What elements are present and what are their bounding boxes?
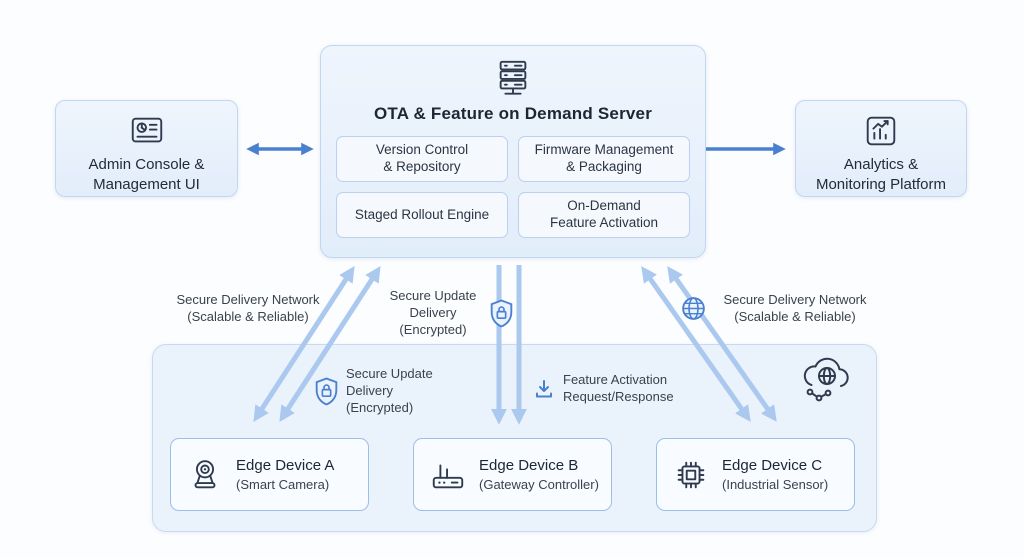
analytics-icon — [862, 112, 900, 150]
module-version-control: Version Control & Repository — [336, 136, 508, 182]
device-type: (Smart Camera) — [236, 476, 330, 492]
device-text: Edge Device C (Industrial Sensor) — [722, 456, 828, 494]
server-title: OTA & Feature on Demand Server — [373, 104, 653, 123]
link-secure-delivery-right: Secure Delivery Network (Scalable & Reli… — [680, 292, 876, 326]
admin-console-label: Admin Console & Management UI — [88, 156, 205, 194]
link-secure-delivery-left: Secure Delivery Network (Scalable & Reli… — [158, 292, 338, 326]
link-label: Secure Delivery Network (Scalable & Reli… — [176, 292, 320, 324]
module-firmware-management: Firmware Management & Packaging — [518, 136, 690, 182]
edge-device-b-card: Edge Device B (Gateway Controller) — [413, 438, 612, 511]
server-icon — [494, 59, 532, 97]
webcam-icon — [186, 456, 224, 494]
device-text: Edge Device A (Smart Camera) — [236, 456, 334, 494]
edge-device-c-card: Edge Device C (Industrial Sensor) — [656, 438, 855, 511]
device-name: Edge Device B — [479, 456, 579, 474]
router-icon — [429, 456, 467, 494]
download-icon — [532, 377, 556, 401]
ota-server-panel: OTA & Feature on Demand Server Version C… — [320, 45, 706, 258]
device-type: (Gateway Controller) — [479, 476, 599, 492]
analytics-panel: Analytics & Monitoring Platform — [795, 100, 967, 197]
device-name: Edge Device C — [722, 456, 823, 474]
link-secure-update-top: Secure Update Delivery (Encrypted) — [384, 288, 514, 339]
link-label: Secure Delivery Network (Scalable & Reli… — [723, 292, 867, 324]
shield-lock-icon — [314, 377, 339, 406]
device-name: Edge Device A — [236, 456, 335, 474]
link-secure-update-inner: Secure Update Delivery (Encrypted) — [314, 366, 433, 417]
link-feature-activation: Feature Activation Request/Response — [532, 372, 674, 406]
link-label: Secure Update Delivery (Encrypted) — [389, 288, 477, 337]
server-modules: Version Control & Repository Firmware Ma… — [336, 136, 690, 238]
cloud-network-icon — [796, 352, 856, 404]
link-label: Secure Update Delivery (Encrypted) — [346, 366, 433, 415]
globe-icon — [680, 295, 707, 322]
module-staged-rollout: Staged Rollout Engine — [336, 192, 508, 238]
admin-console-panel: Admin Console & Management UI — [55, 100, 238, 197]
analytics-label: Analytics & Monitoring Platform — [815, 156, 947, 194]
shield-lock-icon — [489, 299, 514, 328]
module-feature-activation: On-Demand Feature Activation — [518, 192, 690, 238]
edge-device-a-card: Edge Device A (Smart Camera) — [170, 438, 369, 511]
device-text: Edge Device B (Gateway Controller) — [479, 456, 599, 494]
console-icon — [128, 112, 166, 150]
device-type: (Industrial Sensor) — [722, 476, 829, 492]
link-label: Feature Activation Request/Response — [563, 372, 674, 404]
chip-icon — [672, 456, 710, 494]
